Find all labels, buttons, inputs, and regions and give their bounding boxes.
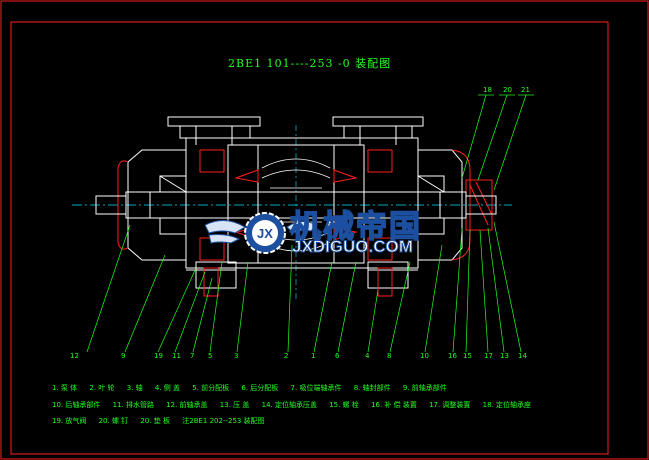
drawing-title: 2BE1 101----253 -0 装配图 (228, 55, 391, 71)
legend-item-4: 4. 侧 盖 (154, 384, 181, 392)
inner-frame (10, 21, 609, 455)
callout-7: 7 (190, 352, 195, 360)
wing-icon-right (286, 221, 318, 234)
legend-item-2: 2. 叶 轮 (89, 384, 115, 392)
legend-item-14: 14. 定位轴承压盖 (261, 401, 317, 409)
callout-21: 21 (521, 86, 530, 94)
legend-item-12: 12. 前轴承盖 (166, 401, 208, 409)
legend-item-8: 8. 轴封部件 (353, 384, 391, 392)
callout-9: 9 (121, 352, 126, 360)
callout-4: 4 (365, 352, 370, 360)
parts-legend-row-1: 1. 泵 体 2. 叶 轮 3. 轴 4. 侧 盖 5. 前分配板 6. 后分配… (52, 383, 457, 393)
callout-6: 6 (335, 352, 340, 360)
callout-1: 1 (311, 352, 316, 360)
legend-item-5: 5. 前分配板 (192, 384, 230, 392)
legend-item-9: 9. 前轴承部件 (402, 384, 447, 392)
legend-item-7: 7. 吸位端轴承件 (290, 384, 342, 392)
watermark-cn: 机械帝国 (289, 208, 422, 246)
watermark-logo: JX (205, 212, 318, 254)
legend-item-20: 20. 螺 钉 (98, 417, 129, 425)
legend-item-16: 16. 补 偿 装置 (371, 401, 417, 409)
legend-item-13: 13. 压 盖 (219, 401, 250, 409)
legend-item-3: 3. 轴 (126, 384, 143, 392)
callout-14: 14 (518, 352, 527, 360)
callout-12: 12 (70, 352, 79, 360)
legend-item-11: 11. 排水管路 (112, 401, 154, 409)
callout-15: 15 (463, 352, 472, 360)
callout-16: 16 (448, 352, 457, 360)
top-flanges (167, 116, 424, 145)
parts-legend-row-3: 19. 放气阀 20. 螺 钉 20. 垫 板 注2BE1 202--253 装… (52, 416, 275, 426)
legend-item-17: 17. 调整装置 (429, 401, 471, 409)
callout-5: 5 (208, 352, 213, 360)
legend-item-1: 1. 泵 体 (52, 384, 78, 392)
bearings (159, 175, 445, 235)
callout-8: 8 (387, 352, 392, 360)
legend-item-10: 10. 后轴承部件 (52, 401, 101, 409)
callout-19: 19 (154, 352, 163, 360)
legend-item-6: 6. 后分配板 (241, 384, 279, 392)
callout-20: 20 (503, 86, 512, 94)
callout-2: 2 (284, 352, 289, 360)
callout-13: 13 (500, 352, 509, 360)
callout-11: 11 (172, 352, 181, 360)
parts-legend-row-2: 10. 后轴承部件 11. 排水管路 12. 前轴承盖 13. 压 盖 14. … (52, 400, 541, 410)
legend-item-18: 18. 定位轴承座 (482, 401, 532, 409)
callout-17: 17 (484, 352, 493, 360)
wing-icon (205, 220, 246, 244)
callout-10: 10 (420, 352, 429, 360)
leader-lines (86, 94, 534, 353)
callout-3: 3 (234, 352, 239, 360)
watermark-en: JXDIGUO.COM (292, 237, 414, 257)
drawing-title-suffix: 装配图 (355, 57, 392, 70)
logo-letters: JX (257, 226, 273, 241)
callout-18: 18 (483, 86, 492, 94)
legend-item-15: 15. 螺 栓 (329, 401, 359, 409)
shaft (95, 191, 497, 219)
legend-item-19: 19. 放气阀 (52, 417, 87, 425)
legend-item-20b: 20. 垫 板 (140, 417, 171, 425)
legend-note: 注2BE1 202--253 装配图 (182, 417, 265, 425)
drawing-title-text: 2BE1 101----253 -0 (228, 57, 351, 70)
